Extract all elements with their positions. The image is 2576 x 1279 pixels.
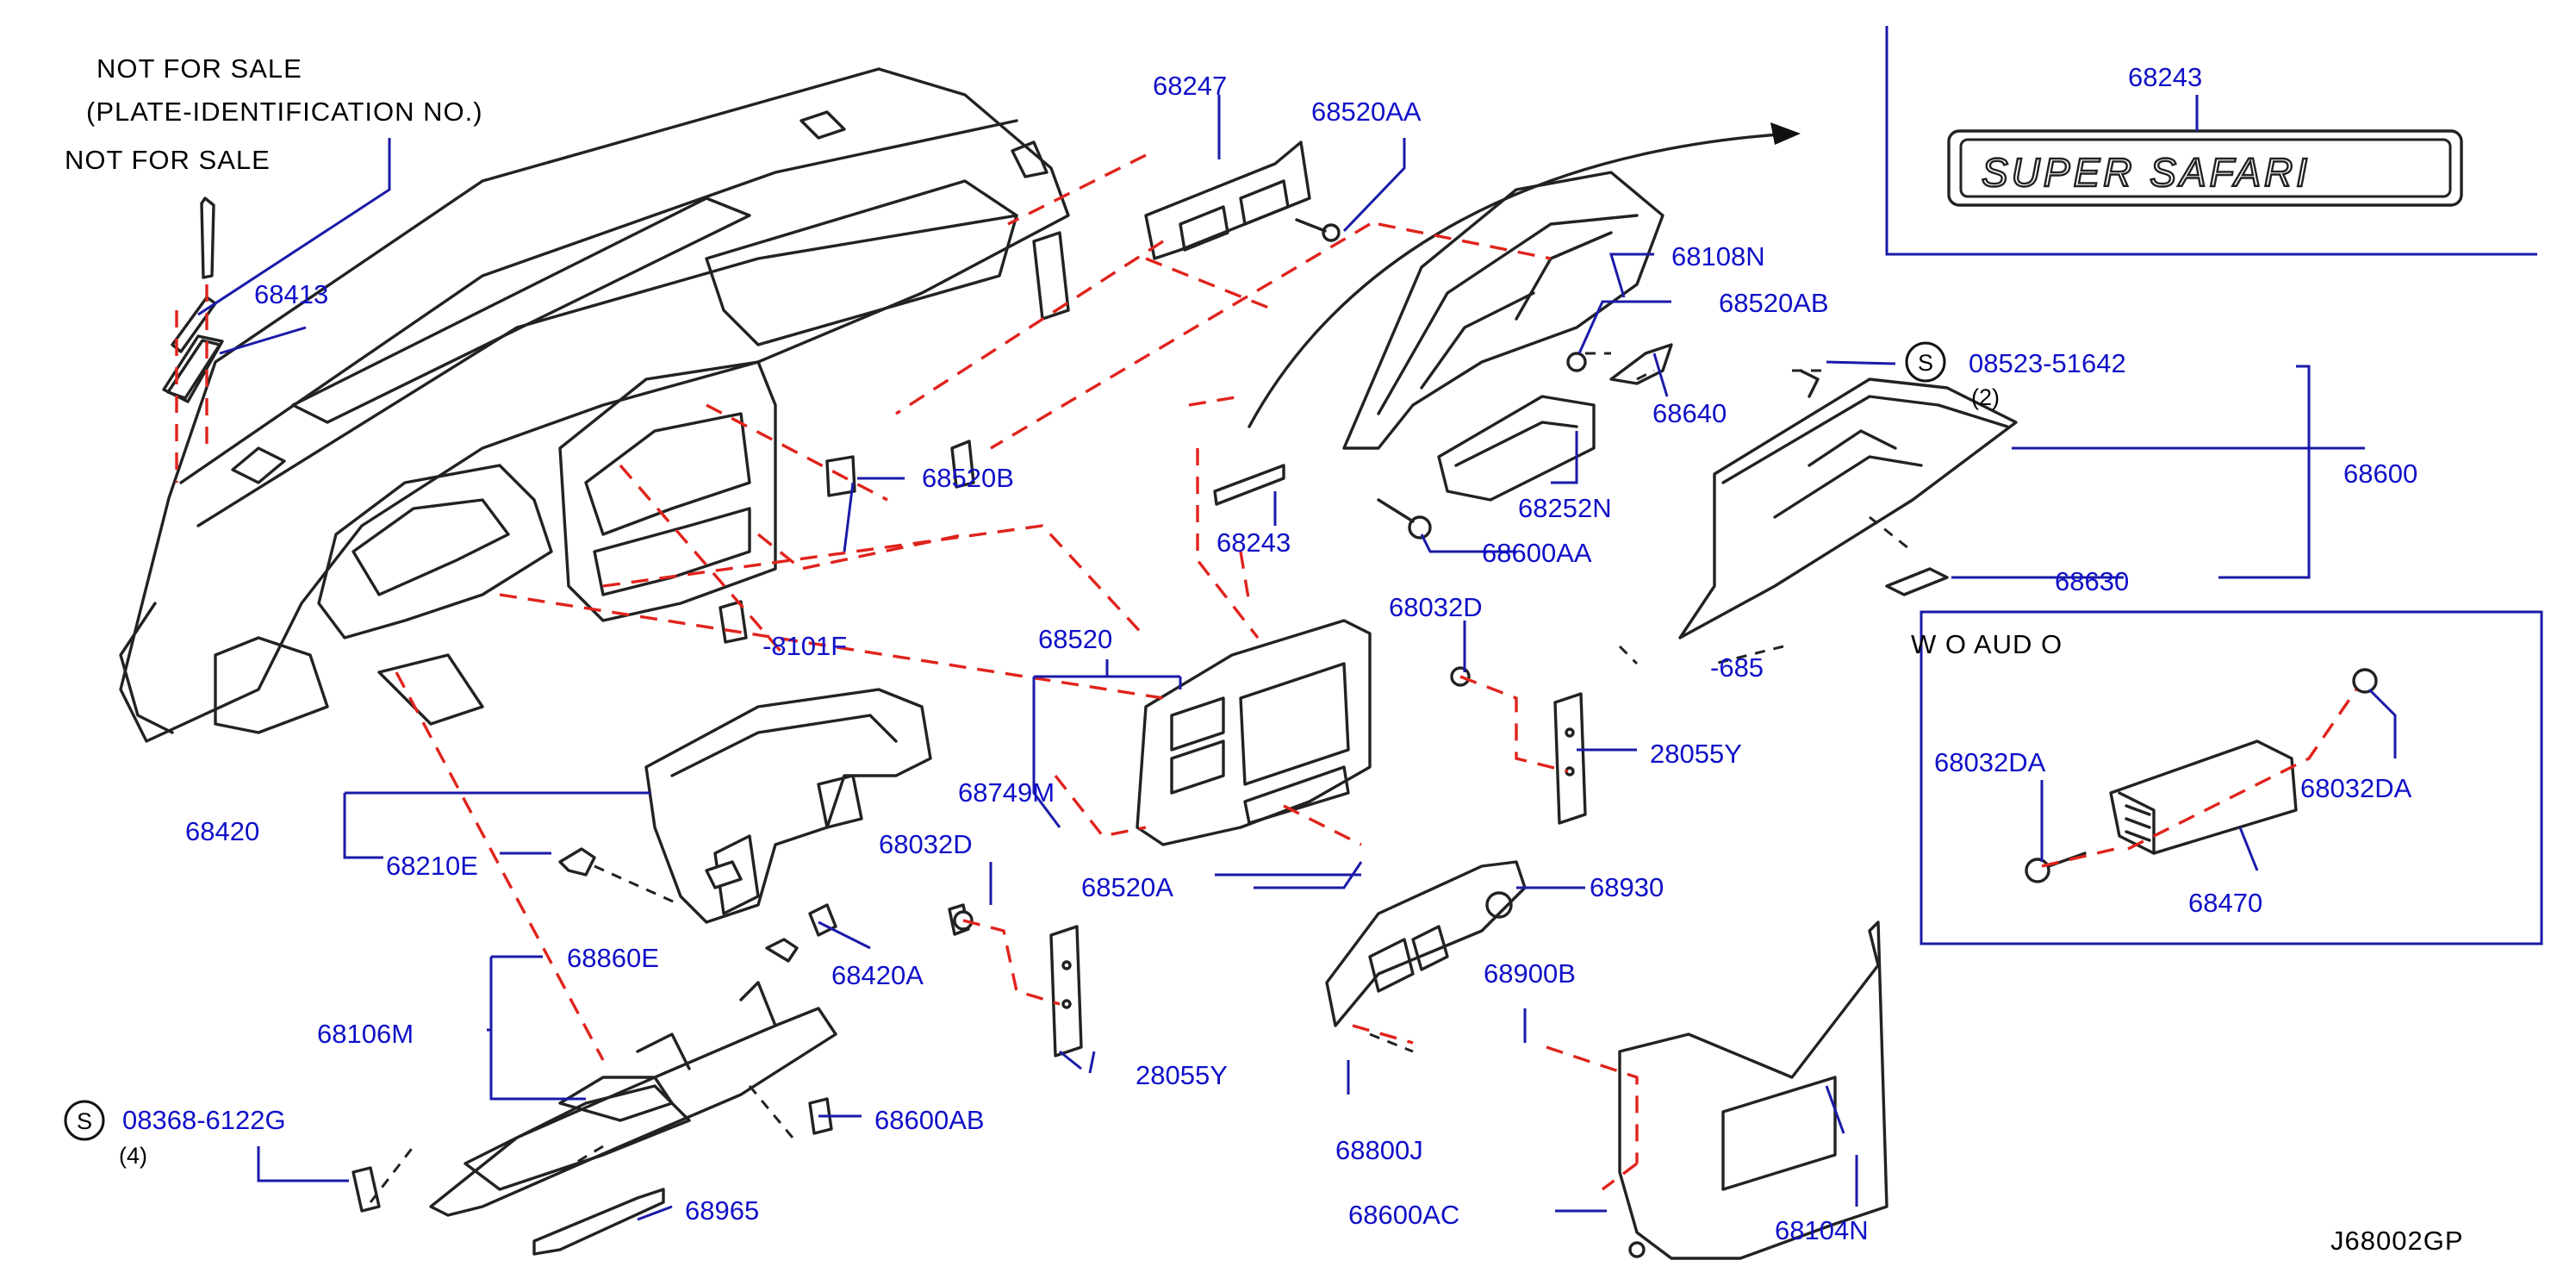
label-68032da-right: 68032DA [2300, 773, 2412, 803]
center-bezel-drawing [1136, 619, 1372, 846]
label-28055y-bottom: 28055Y [1136, 1060, 1228, 1090]
label-68930: 68930 [1590, 872, 1664, 902]
screw-68600aa-drawing [1377, 498, 1432, 540]
label-68243-top: 68243 [2128, 62, 2202, 92]
label-68520b: 68520B [922, 463, 1014, 493]
pad-68243-drawing [1213, 464, 1285, 506]
label-68420: 68420 [185, 816, 259, 846]
cluster-lid-drawing [644, 688, 932, 924]
label-68210e: 68210E [386, 851, 478, 881]
label-68243: 68243 [1216, 527, 1291, 558]
red-dashed-guides [175, 153, 2358, 1191]
bracket-68600 [2012, 365, 2365, 579]
label-68600ac: 68600AC [1348, 1200, 1459, 1230]
label-68104n: 68104N [1775, 1215, 1869, 1245]
glove-box-drawing [1678, 369, 2018, 640]
lower-cover-drawing [429, 981, 837, 1256]
s-symbol-2 [64, 1100, 105, 1141]
label-68900b: 68900B [1484, 958, 1576, 989]
meter-hood-drawing [1144, 140, 1341, 260]
note-plate-identification: (PLATE-IDENTIFICATION NO.) [86, 97, 483, 127]
label-68032da-left: 68032DA [1934, 747, 2046, 777]
black-dashed-guides [369, 352, 1913, 1203]
label-68800j: 68800J [1335, 1135, 1423, 1165]
blue-leader-lines [197, 95, 2397, 1221]
note-not-for-sale-1: NOT FOR SALE [96, 53, 302, 84]
inset-frame-audio [1920, 610, 2543, 945]
qty-08368: (4) [119, 1143, 147, 1169]
label-68470: 68470 [2188, 888, 2262, 918]
arrow-to-inset [1248, 132, 1794, 428]
label-68520ab: 68520AB [1719, 288, 1829, 318]
label-68413: 68413 [254, 279, 328, 309]
s-letter-2: S [77, 1108, 92, 1134]
bracket-68640-drawing [1609, 343, 1673, 385]
label-68252n: 68252N [1518, 493, 1612, 523]
label-28055y-top: 28055Y [1650, 739, 1742, 769]
note-not-for-sale-2: NOT FOR SALE [65, 145, 271, 175]
instrument-panel-drawing [119, 67, 1070, 743]
label-68860e: 68860E [567, 943, 659, 973]
label-68520a: 68520A [1081, 872, 1173, 902]
label-68247: 68247 [1153, 71, 1227, 101]
screw-68520ab-drawing [1566, 352, 1587, 372]
label-68032d-mid: 68032D [879, 829, 973, 859]
qty-08523: (2) [1971, 384, 2000, 410]
label-08523-51642: 08523-51642 [1969, 348, 2126, 378]
label-68032d-top: 68032D [1389, 592, 1483, 622]
arrow-head [1770, 122, 1801, 145]
label-68749m: 68749M [958, 777, 1055, 808]
label-68101f: -8101F [762, 631, 847, 661]
label-68420a: 68420A [831, 960, 924, 990]
inset-frame-emblem [1885, 26, 2537, 256]
label-68106m: 68106M [317, 1019, 414, 1049]
lower-panel-68104n-drawing [1618, 920, 1888, 1260]
emblem-super-safari [1947, 129, 2463, 207]
duct-68108n-drawing [1342, 171, 1664, 502]
label-68640: 68640 [1652, 398, 1727, 428]
audio-inset-title: W O AUD O [1911, 629, 2063, 659]
s-symbol-1 [1905, 341, 1946, 383]
label-08368-6122g: 08368-6122G [122, 1105, 286, 1135]
label-68600ab: 68600AB [874, 1105, 985, 1135]
emblem-text: SUPER SAFARI [1982, 150, 2311, 195]
diagram-code: J68002GP [2330, 1226, 2464, 1256]
label-68965: 68965 [685, 1195, 759, 1226]
label-68520aa: 68520AA [1311, 97, 1422, 127]
audio-filler-drawing [2025, 668, 2378, 883]
label-68600: 68600 [2343, 459, 2417, 489]
label-68630: 68630 [2055, 566, 2129, 596]
s-letter-1: S [1918, 350, 1933, 376]
label-68520: 68520 [1038, 624, 1112, 654]
label-68520-partial: -685 [1710, 652, 1764, 683]
label-68108n: 68108N [1671, 241, 1765, 271]
switch-panel-drawing [1325, 860, 1527, 1027]
label-68600aa: 68600AA [1482, 538, 1592, 568]
